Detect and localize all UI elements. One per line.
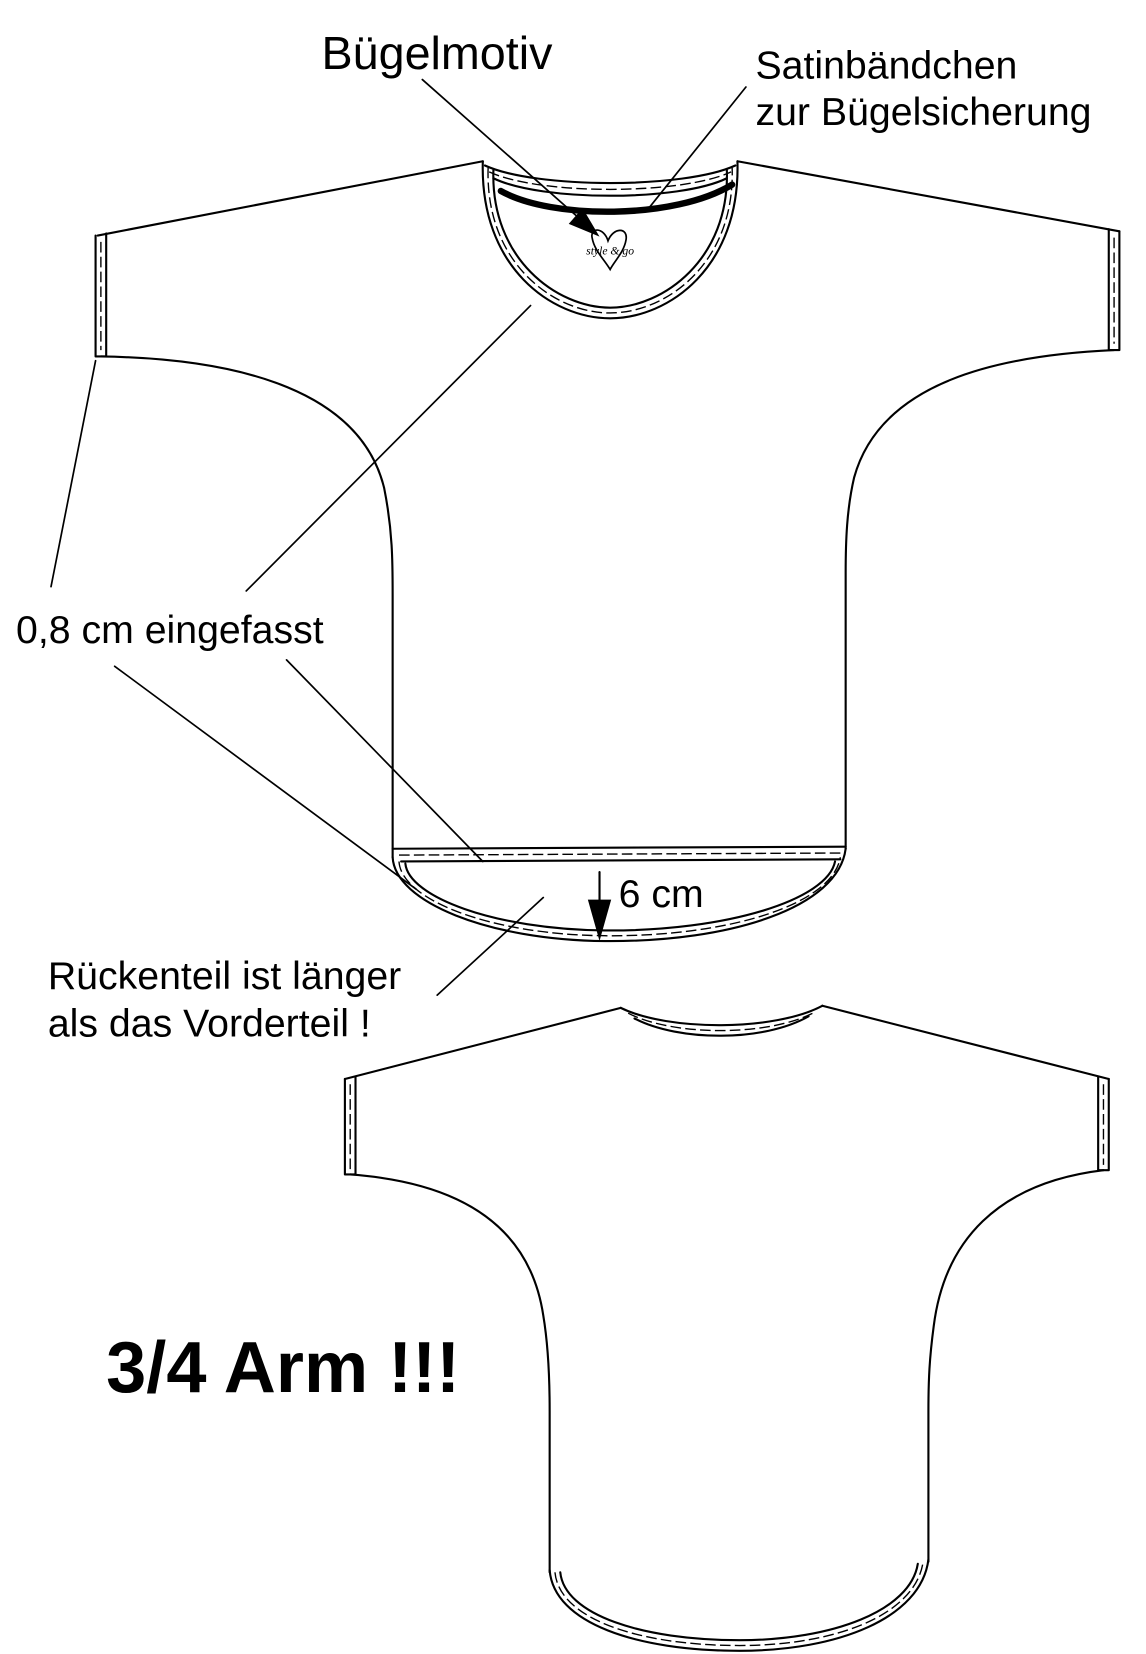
label-bugelmotiv: Bügelmotiv xyxy=(322,27,554,79)
label-satin-line1: Satinbändchen xyxy=(755,44,1017,88)
hem-difference-arrow-head xyxy=(587,899,612,942)
front-hem-binding-stitch xyxy=(399,852,843,856)
leader-lines xyxy=(50,78,747,997)
back-view-left-shoulder-seam xyxy=(343,1006,622,1081)
leader-back-longer xyxy=(436,896,545,997)
leader-binding-back-hem xyxy=(113,665,417,890)
back-view-right-underarm-side-seam xyxy=(927,1169,1105,1563)
back-view-neck-binding-inner xyxy=(633,1015,810,1037)
back-neck-binding-outer xyxy=(483,164,737,185)
label-back-longer-line1: Rückenteil ist länger xyxy=(48,954,401,998)
back-view-hem-binding-inner xyxy=(559,1562,919,1642)
back-view-neck-binding-outer xyxy=(619,1004,824,1027)
label-sleeve-note: 3/4 Arm !!! xyxy=(106,1328,460,1408)
right-shoulder-seam xyxy=(736,160,1121,233)
back-hem-binding-inner xyxy=(404,860,837,932)
leader-bugelmotiv-arrow-head xyxy=(568,207,600,237)
front-hem-binding-bottom xyxy=(400,858,842,863)
back-neck-binding-stitch xyxy=(488,171,732,191)
back-view xyxy=(343,1004,1110,1652)
right-underarm-side-seam xyxy=(844,349,1116,850)
front-neck-binding-inner xyxy=(492,168,728,309)
label-binding: 0,8 cm eingefasst xyxy=(16,608,324,652)
labels: Bügelmotiv Satinbändchen zur Bügelsicher… xyxy=(16,27,1091,1408)
leader-binding-front-hem xyxy=(285,659,484,863)
label-hem-difference: 6 cm xyxy=(619,872,704,916)
back-view-right-shoulder-seam xyxy=(821,1004,1110,1081)
leader-satin-ribbon xyxy=(646,86,747,211)
leader-binding-neck xyxy=(245,304,532,592)
back-hem-binding-stitch xyxy=(398,857,842,937)
back-neck-binding-inner xyxy=(492,177,728,197)
back-view-neck-binding-stitch xyxy=(627,1011,816,1032)
left-underarm-side-seam xyxy=(99,355,394,859)
leader-binding-sleeve xyxy=(50,359,97,588)
front-hem-binding-top xyxy=(391,845,847,850)
front-neck-binding-stitch xyxy=(487,167,733,314)
back-view-left-underarm-side-seam xyxy=(349,1173,551,1574)
left-shoulder-seam xyxy=(96,160,484,237)
heart-outline-icon xyxy=(591,229,627,272)
satin-ribbon xyxy=(497,181,736,215)
logo: style & go xyxy=(586,229,634,272)
front-view: style & go xyxy=(94,160,1121,943)
back-view-hem-binding-stitch xyxy=(554,1561,924,1647)
logo-text: style & go xyxy=(586,245,634,258)
label-back-longer-line2: als das Vorderteil ! xyxy=(48,1002,371,1046)
back-hem-binding-outer xyxy=(391,847,847,943)
label-satin-line2: zur Bügelsicherung xyxy=(755,90,1091,134)
front-neck-binding-outer xyxy=(481,160,739,320)
back-view-hem-binding-outer xyxy=(548,1558,930,1652)
leader-bugelmotiv xyxy=(421,78,580,219)
